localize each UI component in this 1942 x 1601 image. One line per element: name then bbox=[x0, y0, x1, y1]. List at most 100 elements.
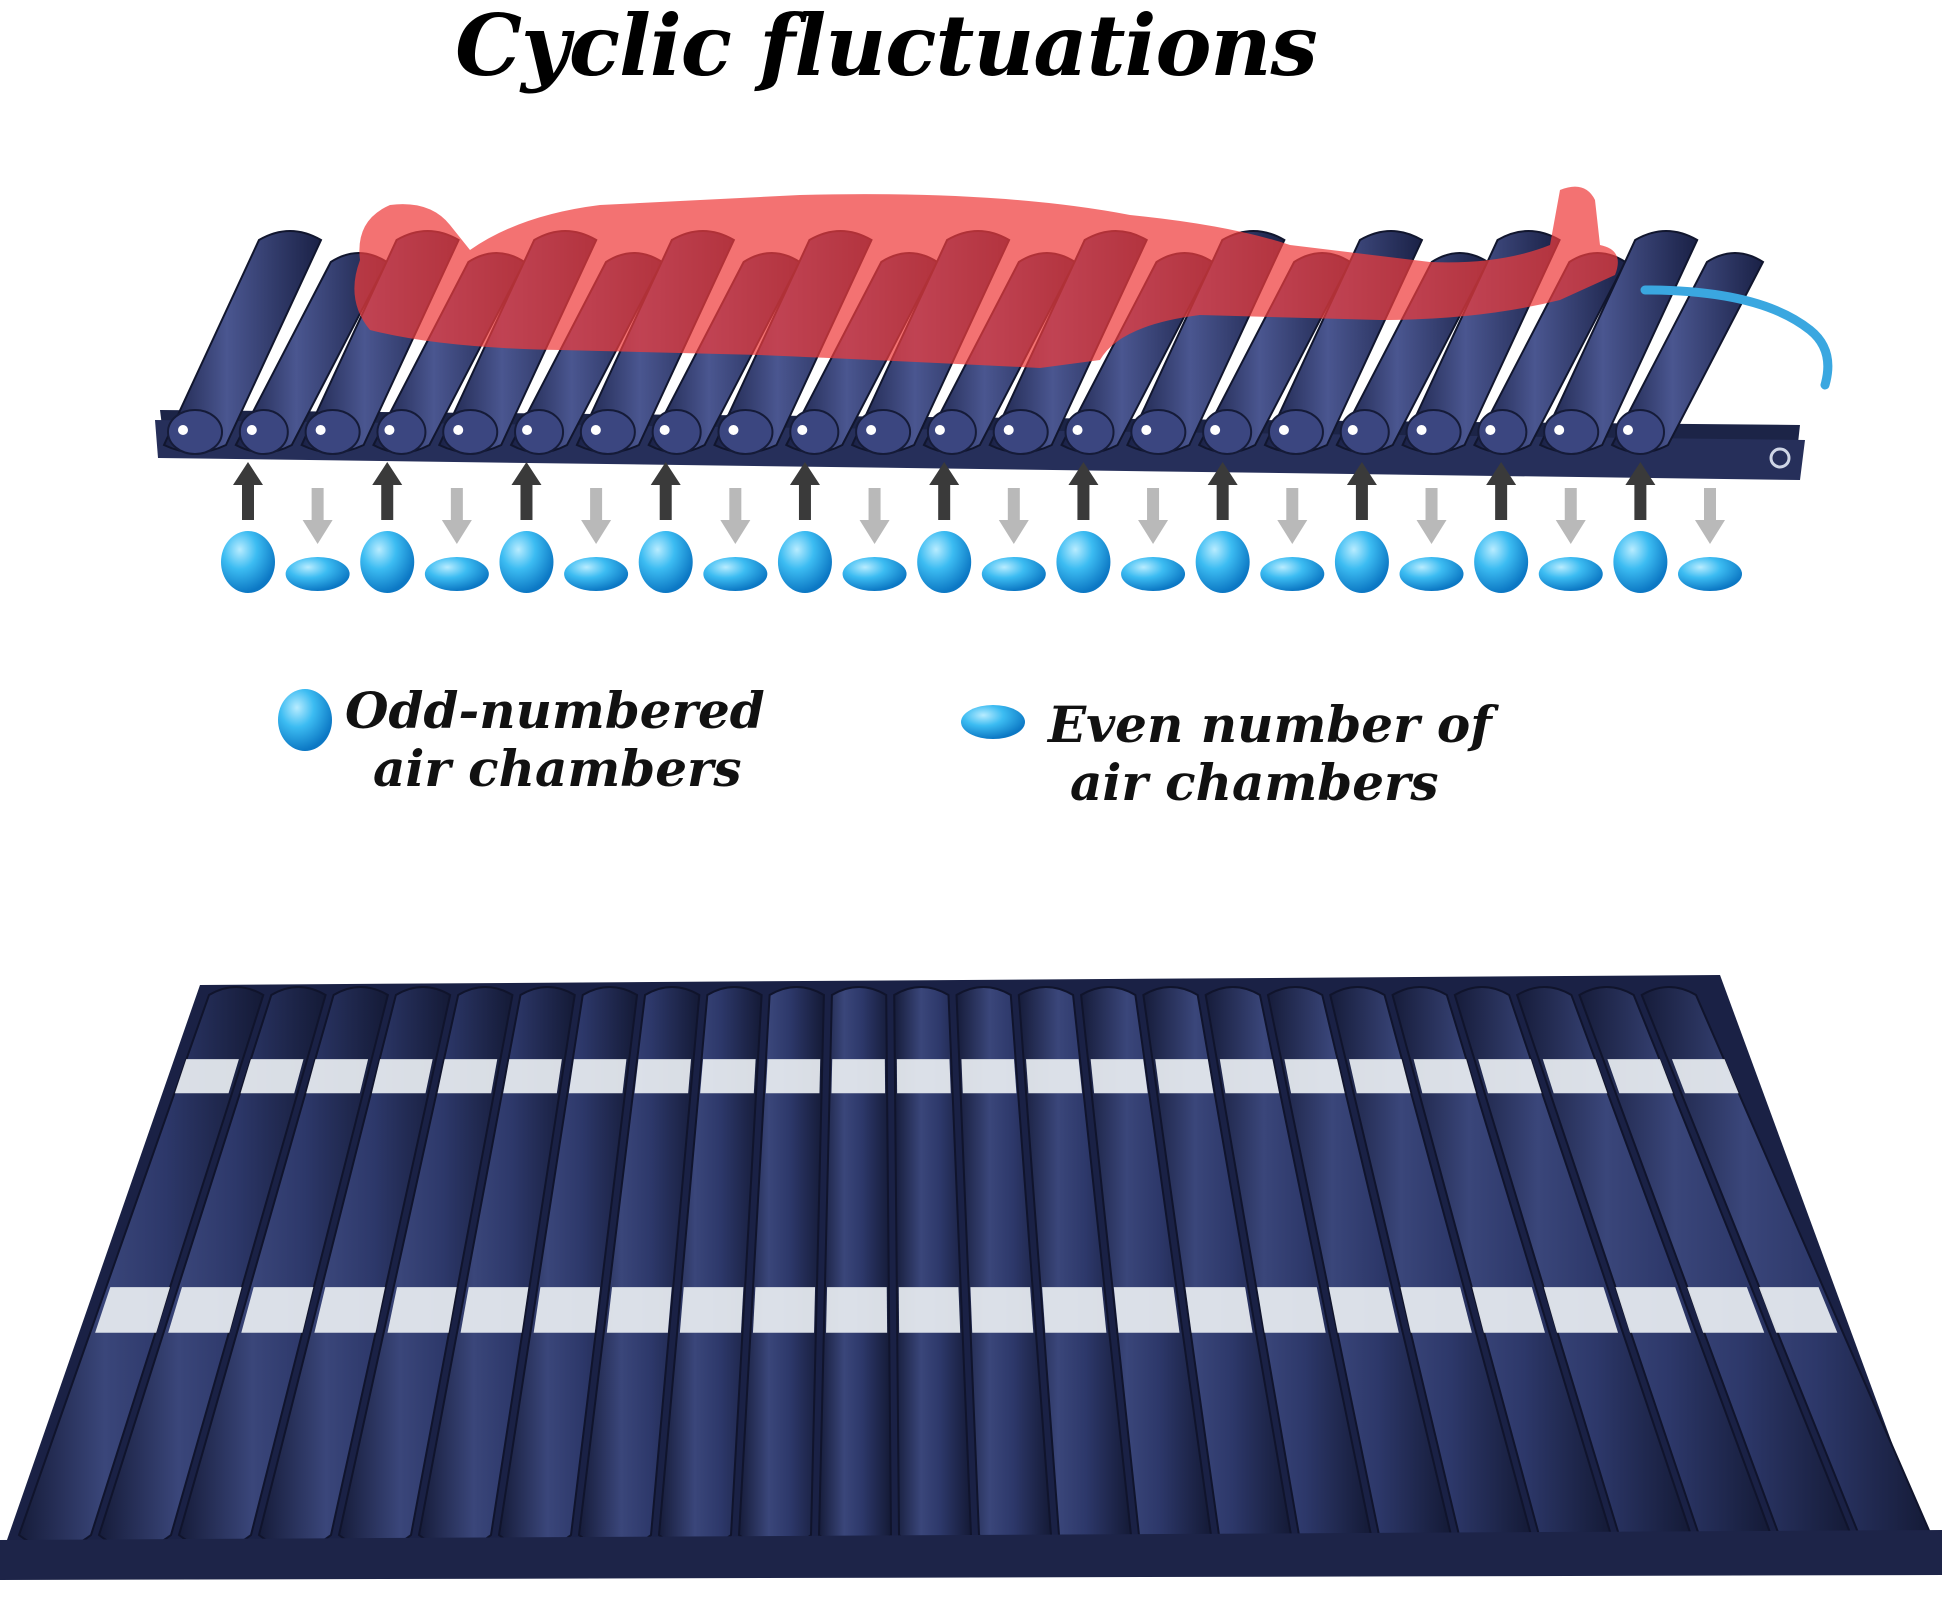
bottom-band-upper-16 bbox=[1155, 1059, 1214, 1094]
top-chamber-cap-3 bbox=[304, 409, 361, 455]
bottom-band-lower-20 bbox=[1472, 1287, 1545, 1333]
even-bubble-4 bbox=[424, 557, 489, 591]
top-chamber-cap-9 bbox=[717, 409, 774, 455]
bottom-band-lower-18 bbox=[1328, 1287, 1399, 1333]
top-grommet-22 bbox=[1623, 425, 1633, 435]
up-arrow-21 bbox=[1625, 462, 1656, 520]
top-grommet-1 bbox=[178, 425, 188, 435]
odd-bubble-11 bbox=[917, 531, 972, 593]
bottom-band-lower-22 bbox=[1615, 1287, 1692, 1333]
bottom-band-upper-4 bbox=[371, 1059, 433, 1094]
bottom-band-lower-19 bbox=[1400, 1287, 1472, 1333]
down-arrow-2 bbox=[302, 488, 333, 544]
bottom-band-lower-9 bbox=[679, 1287, 744, 1333]
down-arrow-12 bbox=[998, 488, 1029, 544]
odd-bubble-13 bbox=[1056, 531, 1111, 593]
up-arrow-19 bbox=[1486, 462, 1517, 520]
body-silhouette bbox=[354, 186, 1618, 368]
top-grommet-10 bbox=[797, 425, 808, 435]
flat-bubble-icon bbox=[961, 705, 1025, 739]
down-arrow-16 bbox=[1277, 488, 1308, 544]
legend-even-line1: Even number of bbox=[1048, 695, 1492, 754]
bottom-band-upper-6 bbox=[503, 1059, 562, 1094]
top-grommet-18 bbox=[1347, 425, 1358, 435]
top-grommet-12 bbox=[934, 425, 945, 435]
top-chamber-cap-5 bbox=[442, 409, 499, 455]
top-chamber-cap-17 bbox=[1267, 409, 1324, 455]
top-grommet-20 bbox=[1485, 425, 1496, 435]
bottom-band-upper-20 bbox=[1413, 1059, 1477, 1094]
bottom-band-lower-10 bbox=[752, 1287, 816, 1333]
up-arrow-7 bbox=[650, 462, 681, 520]
top-chamber-cap-11 bbox=[855, 409, 912, 455]
odd-bubble-1 bbox=[221, 531, 275, 593]
up-arrow-15 bbox=[1207, 462, 1238, 520]
bottom-band-upper-5 bbox=[437, 1059, 498, 1094]
page-title: Cyclic fluctuations bbox=[455, 0, 1318, 95]
odd-bubble-19 bbox=[1474, 531, 1529, 593]
bottom-band-lower-16 bbox=[1185, 1287, 1253, 1333]
even-bubble-22 bbox=[1678, 557, 1742, 591]
top-grommet-14 bbox=[1072, 425, 1083, 435]
top-grommet-4 bbox=[384, 425, 395, 435]
bottom-band-upper-12 bbox=[896, 1059, 951, 1094]
bottom-band-lower-5 bbox=[387, 1287, 457, 1333]
top-chamber-cap-10 bbox=[789, 409, 840, 455]
top-chamber-cap-22 bbox=[1615, 409, 1665, 455]
odd-bubble-9 bbox=[777, 531, 832, 593]
air-hose bbox=[1640, 285, 1833, 390]
top-grommet-19 bbox=[1416, 425, 1427, 435]
even-bubble-12 bbox=[981, 557, 1046, 591]
top-chamber-cap-13 bbox=[992, 409, 1049, 455]
even-bubble-14 bbox=[1121, 557, 1186, 591]
legend-odd-line1: Odd-numbered bbox=[345, 681, 765, 740]
bottom-band-lower-8 bbox=[606, 1287, 672, 1333]
top-grommet-21 bbox=[1554, 425, 1565, 435]
top-chamber-cap-8 bbox=[651, 409, 702, 455]
bottom-band-lower-7 bbox=[533, 1287, 601, 1333]
arrow-row bbox=[233, 462, 1725, 544]
up-arrow-13 bbox=[1068, 462, 1099, 520]
top-chamber-cap-12 bbox=[926, 409, 977, 455]
top-chamber-cap-16 bbox=[1202, 409, 1253, 455]
legend-odd-label: Odd-numbered air chambers bbox=[345, 682, 765, 798]
bubble-row bbox=[221, 531, 1742, 593]
up-arrow-1 bbox=[233, 462, 263, 520]
bottom-band-lower-6 bbox=[460, 1287, 529, 1333]
bottom-mattress-flap bbox=[0, 1530, 1942, 1580]
bottom-band-upper-23 bbox=[1607, 1059, 1673, 1094]
bottom-band-lower-1 bbox=[95, 1287, 170, 1333]
tall-bubble-icon bbox=[278, 689, 332, 751]
odd-bubble-5 bbox=[499, 531, 554, 593]
bottom-band-lower-12 bbox=[898, 1287, 961, 1333]
bottom-band-lower-15 bbox=[1113, 1287, 1180, 1333]
top-grommet-3 bbox=[315, 425, 326, 435]
even-bubble-16 bbox=[1260, 557, 1325, 591]
even-bubble-8 bbox=[703, 557, 768, 591]
bottom-band-lower-14 bbox=[1042, 1287, 1107, 1333]
top-chamber-cap-14 bbox=[1064, 409, 1115, 455]
down-arrow-6 bbox=[581, 488, 612, 544]
odd-bubble-7 bbox=[638, 531, 693, 593]
top-chamber-cap-18 bbox=[1339, 409, 1390, 455]
bottom-band-lower-17 bbox=[1257, 1287, 1326, 1333]
bottom-band-upper-24 bbox=[1671, 1059, 1739, 1094]
bottom-band-upper-10 bbox=[765, 1059, 821, 1094]
down-arrow-10 bbox=[859, 488, 890, 544]
top-grommet-9 bbox=[728, 425, 739, 435]
bottom-band-lower-23 bbox=[1687, 1287, 1765, 1333]
down-arrow-14 bbox=[1138, 488, 1169, 544]
bottom-mattress bbox=[0, 975, 1942, 1580]
bottom-band-upper-14 bbox=[1026, 1059, 1083, 1094]
bottom-band-upper-15 bbox=[1090, 1059, 1148, 1094]
up-arrow-3 bbox=[372, 462, 403, 520]
bottom-band-lower-24 bbox=[1758, 1287, 1838, 1333]
even-bubble-6 bbox=[564, 557, 629, 591]
bottom-band-upper-21 bbox=[1478, 1059, 1542, 1094]
top-grommet-13 bbox=[1003, 425, 1014, 435]
bottom-band-upper-9 bbox=[700, 1059, 756, 1094]
bottom-band-upper-8 bbox=[634, 1059, 692, 1094]
top-chamber-cap-6 bbox=[514, 409, 565, 455]
top-chamber-cap-21 bbox=[1543, 409, 1600, 455]
even-bubble-10 bbox=[842, 557, 907, 591]
